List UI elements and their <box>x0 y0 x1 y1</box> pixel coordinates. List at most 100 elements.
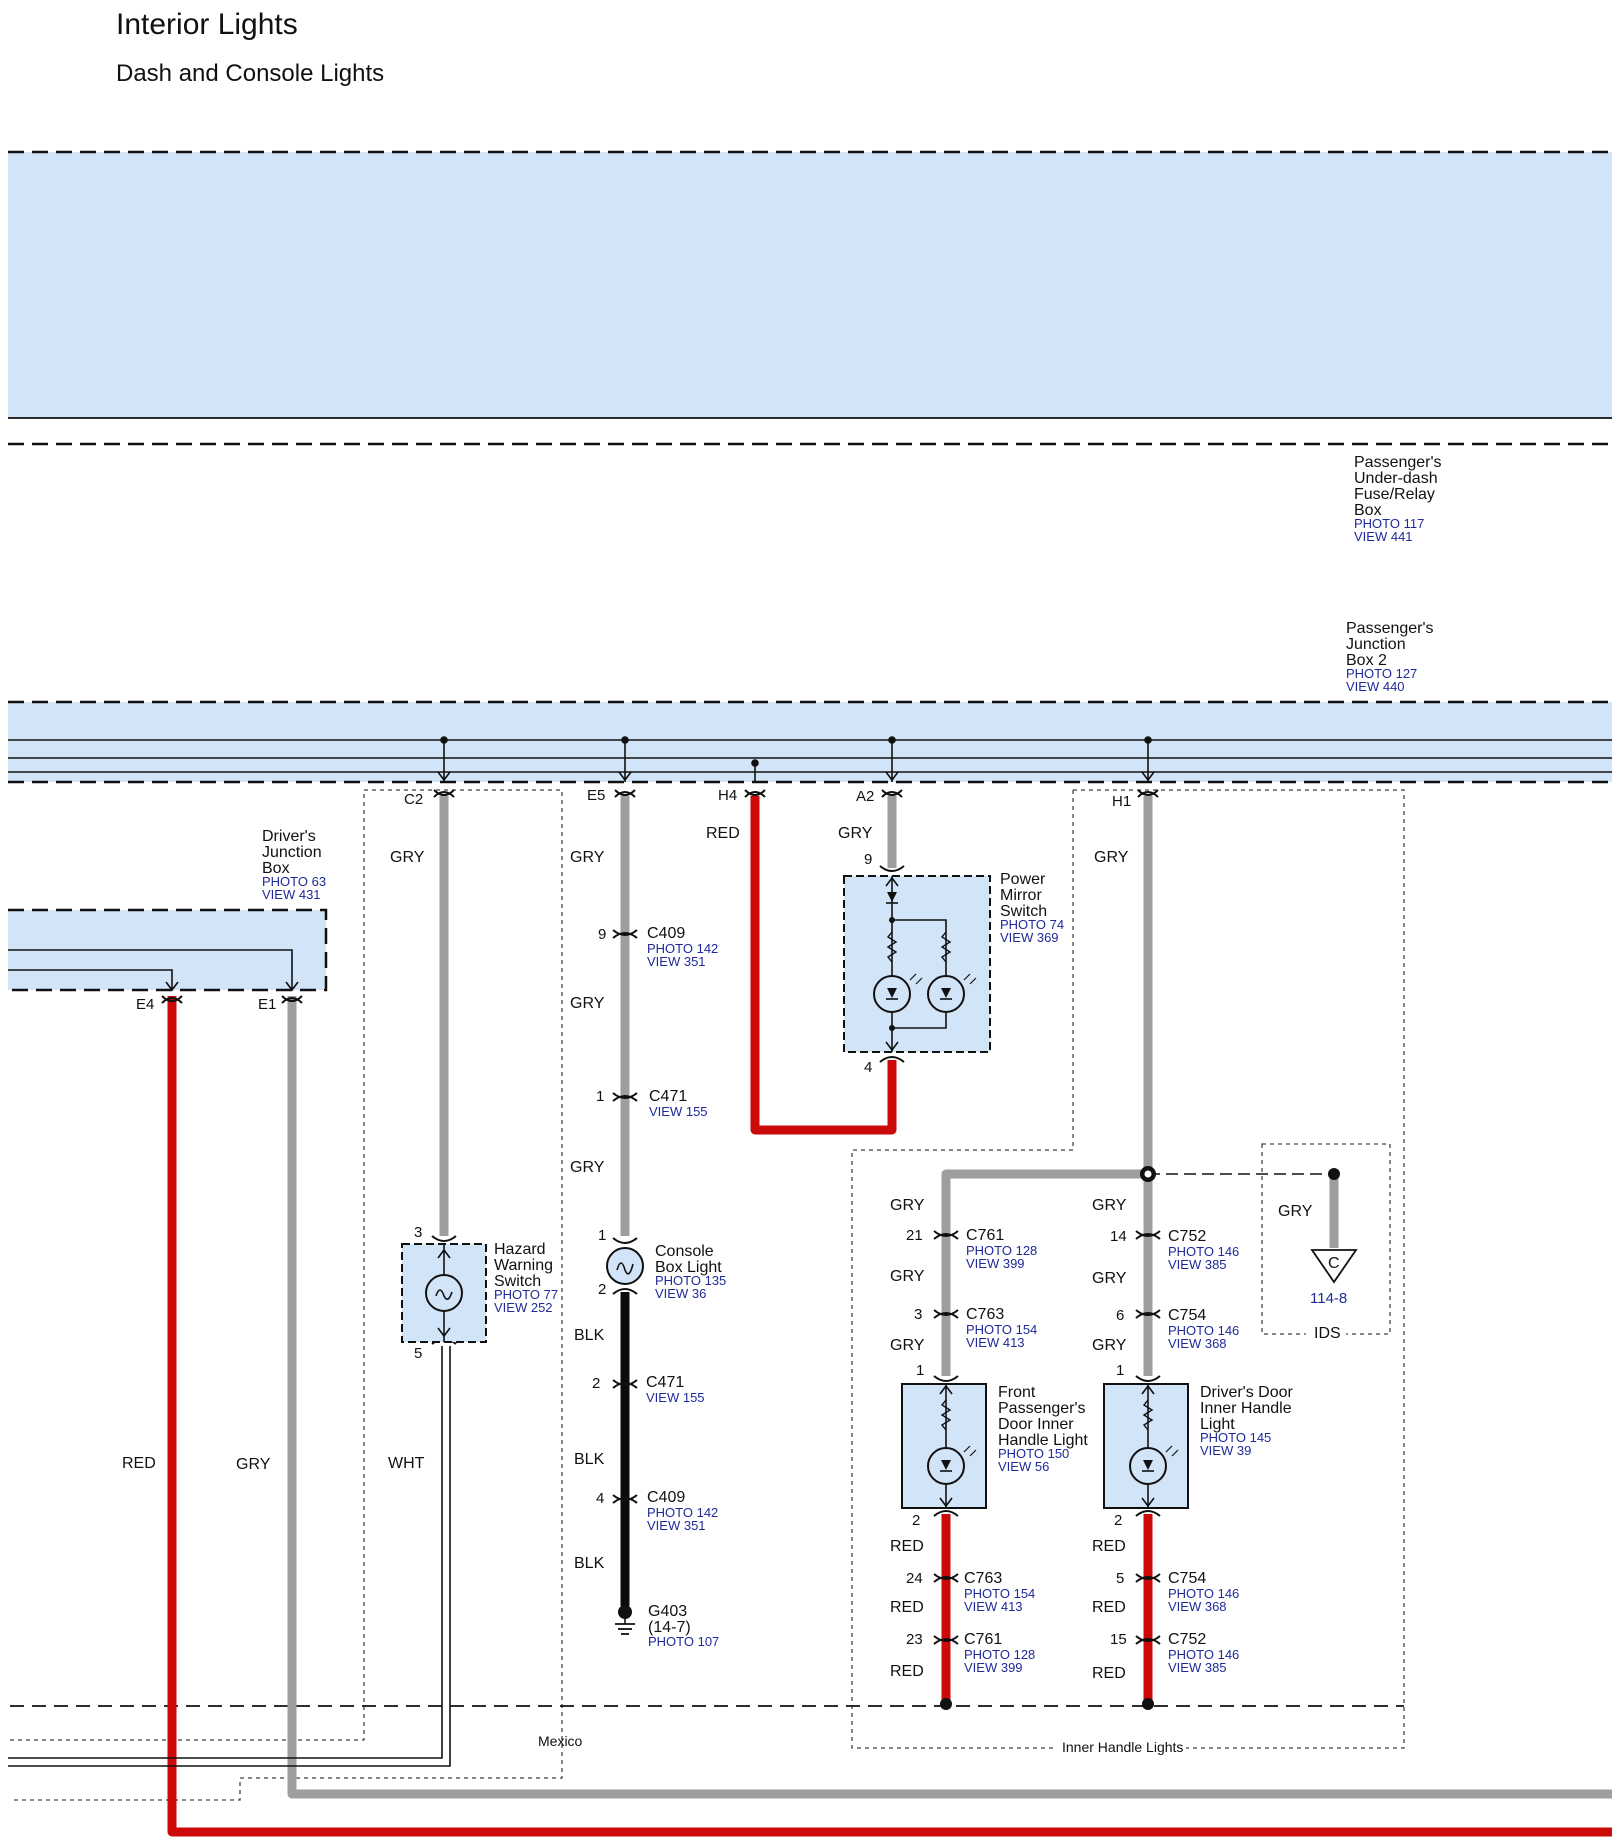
connector-ref: VIEW 155 <box>649 1104 708 1119</box>
driver-jb-label-line: Junction <box>262 844 322 861</box>
wire-wht <box>8 1346 443 1759</box>
connector-ref: PHOTO 128 <box>964 1647 1035 1662</box>
mirror-label-line: Switch <box>1000 903 1047 920</box>
console-ref: VIEW 36 <box>655 1286 706 1301</box>
junction2-label-line: Passenger's <box>1346 620 1434 637</box>
connector-ref: VIEW 385 <box>1168 1257 1227 1272</box>
console-box-light: 1 2 Console Box Light PHOTO 135 VIEW 36 <box>598 1227 726 1301</box>
pin-e5: E5 <box>587 787 605 804</box>
offpage-symbol: C <box>1328 1255 1340 1272</box>
connector-name: C752 <box>1168 1631 1206 1648</box>
connector-pin: 23 <box>906 1631 923 1648</box>
connector-ref: VIEW 368 <box>1168 1336 1227 1351</box>
wire-e1-gray <box>287 996 1612 1799</box>
connector-name: C754 <box>1168 1570 1206 1587</box>
connector-name: C763 <box>964 1570 1002 1587</box>
mirror-pin-top: 9 <box>864 851 872 868</box>
wire-label-wht: WHT <box>388 1455 425 1472</box>
driver-jb-label-line: Driver's <box>262 828 316 845</box>
hazard-label-line: Switch <box>494 1273 541 1290</box>
offpage-reference: C 114-8 <box>1310 1249 1358 1307</box>
connector-ref: PHOTO 146 <box>1168 1323 1239 1338</box>
connector-pin: 3 <box>914 1306 922 1323</box>
pin-c2: C2 <box>404 791 423 808</box>
hazard-label-line: Warning <box>494 1257 553 1274</box>
pin-h4: H4 <box>718 787 737 804</box>
region-outlines <box>10 789 1405 1801</box>
console-label-line: Console <box>655 1243 714 1260</box>
connector-ref: VIEW 368 <box>1168 1599 1227 1614</box>
wire-label-gry: GRY <box>1094 849 1129 866</box>
underdash-label-line: Fuse/Relay <box>1354 486 1435 503</box>
connector-name: C754 <box>1168 1307 1206 1324</box>
wire-label-gry: GRY <box>570 995 605 1012</box>
wire-label-red: RED <box>890 1599 924 1616</box>
connector-ref: PHOTO 128 <box>966 1243 1037 1258</box>
wire-label-gry: GRY <box>890 1268 925 1285</box>
mirror-pin-bottom: 4 <box>864 1059 872 1076</box>
ground-label-line: G403 <box>648 1603 687 1620</box>
connector-symbols <box>161 789 1161 1645</box>
connector-name: C761 <box>966 1227 1004 1244</box>
power-mirror-switch: 9 4 Power Mirror Switch PHOTO 74 VIEW 36… <box>843 851 1064 1076</box>
hazard-pin-top: 3 <box>414 1224 422 1241</box>
connector-name: C752 <box>1168 1228 1206 1245</box>
wire-label-red: RED <box>706 825 740 842</box>
connector-name: C763 <box>966 1306 1004 1323</box>
page-subtitle: Dash and Console Lights <box>116 60 385 87</box>
wire-label-red: RED <box>1092 1665 1126 1682</box>
driver-jb-ref: PHOTO 63 <box>262 874 326 889</box>
bus-pin-labels: C2 E5 H4 A2 H1 E4 E1 <box>136 787 1131 1013</box>
connector-ref: PHOTO 142 <box>647 1505 718 1520</box>
console-connectors: 9 C409 PHOTO 142 VIEW 351 1 C471 VIEW 15… <box>592 925 718 1533</box>
hazard-ref: PHOTO 77 <box>494 1287 558 1302</box>
wire-e4-red <box>167 996 1612 1837</box>
pin-e1: E1 <box>258 996 276 1013</box>
wire-label-red: RED <box>1092 1538 1126 1555</box>
front-passenger-handle-light: 1 2 Front Passenger's Door Inner Handle … <box>901 1362 1088 1529</box>
connector-ref: VIEW 351 <box>647 1518 706 1533</box>
connector-ref: PHOTO 154 <box>964 1586 1035 1601</box>
hazard-warning-switch: 3 5 Hazard Warning Switch PHOTO 77 VIEW … <box>401 1224 558 1362</box>
connector-pin: 15 <box>1110 1631 1127 1648</box>
connector-ref: VIEW 351 <box>647 954 706 969</box>
underdash-label-line: Under-dash <box>1354 470 1438 487</box>
connector-name: C471 <box>649 1088 687 1105</box>
connector-name: C409 <box>647 1489 685 1506</box>
wire-label-blk: BLK <box>574 1555 605 1572</box>
driver-door-handle-light: 1 2 Driver's Door Inner Handle Light PHO… <box>1103 1362 1294 1529</box>
region-inner-handle-lights: Inner Handle Lights <box>1062 1739 1183 1755</box>
connector-ref: PHOTO 146 <box>1168 1244 1239 1259</box>
connector-ref: VIEW 399 <box>966 1256 1025 1271</box>
connector-pin: 9 <box>598 926 606 943</box>
wire-label-gry: GRY <box>236 1456 271 1473</box>
underdash-ref: VIEW 441 <box>1354 529 1413 544</box>
driver-junction-box-label: Driver's Junction Box PHOTO 63 VIEW 431 <box>262 828 326 902</box>
page-title: Interior Lights <box>116 8 298 41</box>
connector-ref: VIEW 155 <box>646 1390 705 1405</box>
front-pass-pin-bottom: 2 <box>912 1512 920 1529</box>
underdash-label-line: Passenger's <box>1354 454 1442 471</box>
wire-color-labels: GRY GRY RED GRY GRY GRY GRY BLK BLK BLK … <box>122 825 1313 1682</box>
junction2-label-line: Junction <box>1346 636 1406 653</box>
driver-door-connectors: 14 C752 PHOTO 146 VIEW 385 6 C754 PHOTO … <box>1110 1228 1239 1675</box>
wire-label-blk: BLK <box>574 1451 605 1468</box>
wire-label-gry: GRY <box>570 849 605 866</box>
connector-pin: 2 <box>592 1375 600 1392</box>
wires <box>8 796 1612 1837</box>
front-pass-label-line: Passenger's <box>998 1400 1086 1417</box>
driver-jb-label-line: Box <box>262 860 290 877</box>
connector-name: C471 <box>646 1374 684 1391</box>
driver-jb-ref: VIEW 431 <box>262 887 321 902</box>
wire-label-gry: GRY <box>570 1159 605 1176</box>
wire-label-red: RED <box>1092 1599 1126 1616</box>
connector-pin: 21 <box>906 1227 923 1244</box>
bus-taps <box>437 736 1155 782</box>
wire-label-red: RED <box>890 1538 924 1555</box>
underdash-label-line: Box <box>1354 502 1382 519</box>
connector-pin: 14 <box>1110 1228 1127 1245</box>
junction2-ref: PHOTO 127 <box>1346 666 1417 681</box>
underdash-fuse-box <box>8 152 1612 418</box>
hazard-pin-bottom: 5 <box>414 1345 422 1362</box>
